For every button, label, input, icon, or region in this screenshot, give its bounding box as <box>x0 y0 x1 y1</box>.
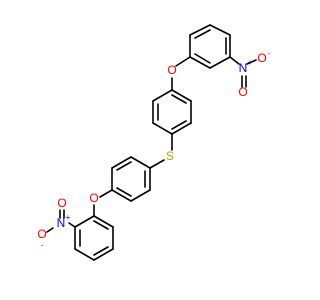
bond <box>74 248 95 261</box>
nitrogen-atom: N <box>239 61 248 75</box>
bond <box>93 248 114 261</box>
bond <box>130 156 151 169</box>
lower-phenylene-ring <box>111 156 151 202</box>
bond-double-inner <box>116 187 132 197</box>
charge-minus: - <box>41 241 44 250</box>
bond <box>130 189 151 202</box>
bond <box>111 189 132 202</box>
bond <box>74 215 95 228</box>
upper-phenylene-ring <box>152 89 192 135</box>
bond <box>171 122 192 135</box>
charge-plus: + <box>66 213 71 222</box>
bond <box>209 24 231 36</box>
bond <box>93 215 114 228</box>
bottom-ether-linkage: O <box>89 189 113 217</box>
oxygen-atom: O <box>238 85 247 99</box>
bond <box>189 56 211 69</box>
molecule-svg: N + O - O O S <box>37 24 271 261</box>
bond <box>46 227 54 233</box>
bond <box>246 59 257 65</box>
bond-double-inner <box>194 53 211 64</box>
bond <box>152 122 173 135</box>
oxygen-atom: O <box>57 196 66 210</box>
oxygen-atom: O <box>37 227 46 241</box>
sulfur-atom: S <box>166 149 174 163</box>
bond <box>175 56 191 67</box>
bond <box>189 24 211 36</box>
top-nitro-group: N + O - O <box>229 49 271 99</box>
bond-double-inner <box>93 220 109 230</box>
bond-double-inner <box>194 29 211 39</box>
oxygen-atom: O <box>167 63 176 77</box>
bond <box>229 56 240 65</box>
bond <box>149 159 165 169</box>
bond-double-inner <box>93 246 109 256</box>
bond-double-inner <box>116 161 132 171</box>
bond <box>111 156 132 169</box>
bond <box>209 56 231 69</box>
bond <box>171 89 192 102</box>
bond <box>68 222 76 228</box>
oxygen-atom: O <box>257 51 266 65</box>
oxygen-atom: O <box>89 191 98 205</box>
structure-diagram: N + O - O O S <box>37 24 271 261</box>
bond <box>99 189 113 198</box>
nitrogen-atom: N <box>57 216 66 230</box>
bottom-nitrophenyl-ring <box>74 215 114 261</box>
bottom-nitro-group: N + O O - <box>37 196 76 250</box>
top-nitrophenyl-ring <box>189 24 231 69</box>
bond-double-inner <box>171 120 187 130</box>
bond <box>152 89 173 102</box>
top-ether-linkage: O <box>167 56 191 91</box>
sulfide-linkage: S <box>149 133 174 169</box>
bond-double-inner <box>171 94 187 104</box>
charge-minus: - <box>268 49 271 58</box>
charge-plus: + <box>248 58 253 67</box>
